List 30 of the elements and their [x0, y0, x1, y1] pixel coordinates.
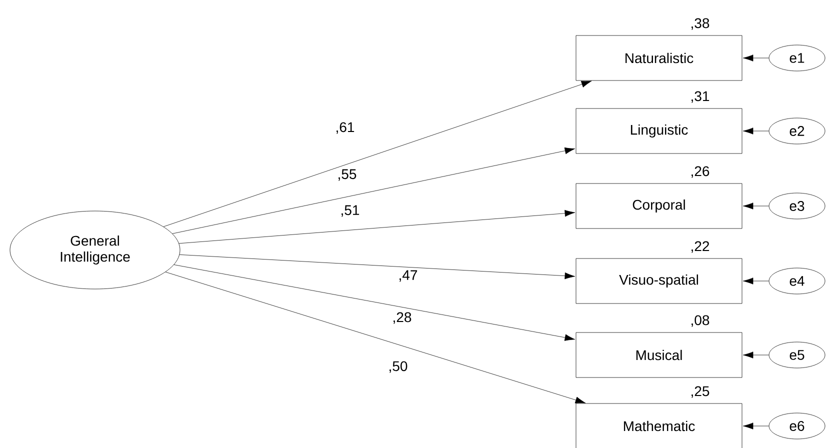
edge-label: ,50	[390, 361, 408, 373]
edge-label: ,61	[336, 122, 354, 134]
path-arrow	[174, 264, 576, 341]
value-label: ,26	[692, 166, 710, 178]
path-arrow	[742, 278, 769, 284]
path-arrow	[178, 210, 576, 244]
value-label: ,38	[692, 18, 710, 30]
edge-label: ,47	[400, 270, 418, 282]
path-arrow	[163, 80, 592, 227]
observed-variable-box: Mathematic	[576, 403, 742, 448]
observed-variable-box: Naturalistic	[576, 35, 742, 81]
edge-label: ,51	[342, 205, 360, 217]
value-label: ,31	[692, 91, 710, 103]
path-arrow	[742, 202, 769, 210]
path-arrow	[165, 272, 586, 404]
path-arrow	[742, 54, 769, 62]
value-label: ,22	[692, 241, 710, 253]
path-arrow	[742, 352, 769, 358]
path-arrow	[179, 254, 576, 280]
edge-label: ,55	[338, 169, 356, 181]
observed-variable-box: Musical	[576, 332, 742, 378]
edge-label: ,28	[394, 312, 412, 324]
value-label: ,08	[692, 315, 710, 327]
observed-variable-box: Linguistic	[576, 108, 742, 154]
observed-variable-box: Visuo-spatial	[576, 258, 742, 304]
path-arrow	[742, 128, 769, 134]
path-arrow	[742, 422, 769, 430]
value-label: ,25	[692, 386, 710, 398]
observed-variable-box: Corporal	[576, 183, 742, 229]
path-arrow	[172, 147, 576, 234]
